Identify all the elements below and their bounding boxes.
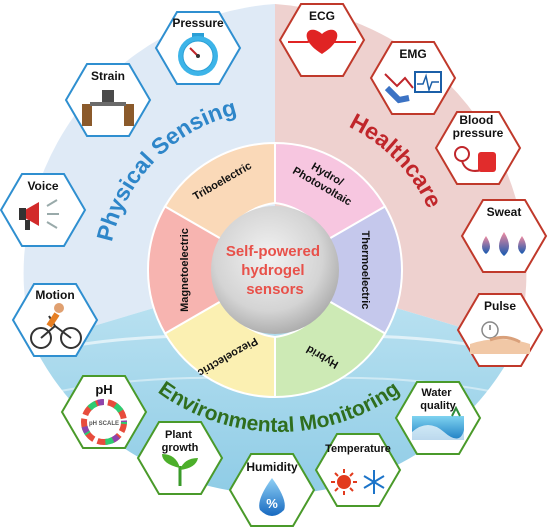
hex-plant-growth-label: Plant growth <box>162 429 199 454</box>
pulse-wrist-icon <box>470 321 530 354</box>
hex-sweat: Sweat <box>460 199 548 273</box>
hex-ecg-label: ECG <box>309 9 335 23</box>
center-label: Self-powered hydrogel sensors <box>226 243 324 298</box>
hex-pressure-label: Pressure <box>172 16 224 30</box>
cyclist-icon <box>30 303 82 349</box>
hex-water-quality-label: Water quality <box>420 387 456 412</box>
hex-pressure: Pressure <box>154 11 242 85</box>
humidity-percent-symbol: % <box>266 496 278 511</box>
strain-test-icon <box>82 90 134 126</box>
hex-temperature: Temperature <box>314 433 402 507</box>
hex-ecg: ECG <box>278 3 366 77</box>
hex-voice-label: Voice <box>27 179 58 193</box>
hex-blood-pressure-label: Blood pressure <box>453 113 504 140</box>
snowflake-icon <box>363 470 385 494</box>
hex-emg: EMG <box>369 41 457 115</box>
heartbeat-icon <box>288 29 356 54</box>
hex-motion: Motion <box>11 283 99 357</box>
sweat-drops-icon <box>482 232 526 256</box>
hex-ph: pH pH SCALE <box>60 375 148 449</box>
hex-pulse: Pulse <box>456 293 544 367</box>
blood-pressure-cuff-icon <box>454 146 496 172</box>
hex-emg-label: EMG <box>399 47 426 61</box>
segment-triboelectric-fill <box>163 141 276 242</box>
hex-ph-label: pH <box>95 382 112 397</box>
ocean-wave-icon <box>412 405 464 440</box>
hex-water-quality: Water quality <box>394 381 482 455</box>
sun-icon <box>331 469 357 495</box>
label-magnetoelectric: Magnetoelectric <box>179 228 191 312</box>
mechanism-ring <box>147 141 403 399</box>
label-thermoelectric: Thermoelectric <box>359 231 371 310</box>
gauge-icon <box>178 33 218 76</box>
hex-pulse-label: Pulse <box>484 299 516 313</box>
hex-humidity-label: Humidity <box>246 460 298 474</box>
hex-blood-pressure: Blood pressure <box>434 111 522 185</box>
hex-temperature-label: Temperature <box>325 443 391 455</box>
sprout-icon <box>162 454 198 486</box>
hex-strain: Strain <box>64 63 152 137</box>
hex-sweat-label: Sweat <box>487 205 522 219</box>
hex-voice: Voice <box>0 173 87 247</box>
water-drop-icon: % <box>259 478 285 516</box>
ph-scale-text: pH SCALE <box>89 421 119 427</box>
emg-monitor-icon <box>384 71 442 104</box>
megaphone-icon <box>19 199 59 230</box>
segment-hydro-photovoltaic <box>274 141 387 242</box>
segment-piezoelectric <box>163 298 276 399</box>
ph-scale-icon: pH SCALE <box>81 399 127 445</box>
hex-strain-label: Strain <box>91 69 125 83</box>
hex-humidity: Humidity % <box>228 453 316 527</box>
center-circle <box>211 206 339 334</box>
hex-plant-growth: Plant growth <box>136 421 224 495</box>
hex-motion-label: Motion <box>35 288 74 302</box>
